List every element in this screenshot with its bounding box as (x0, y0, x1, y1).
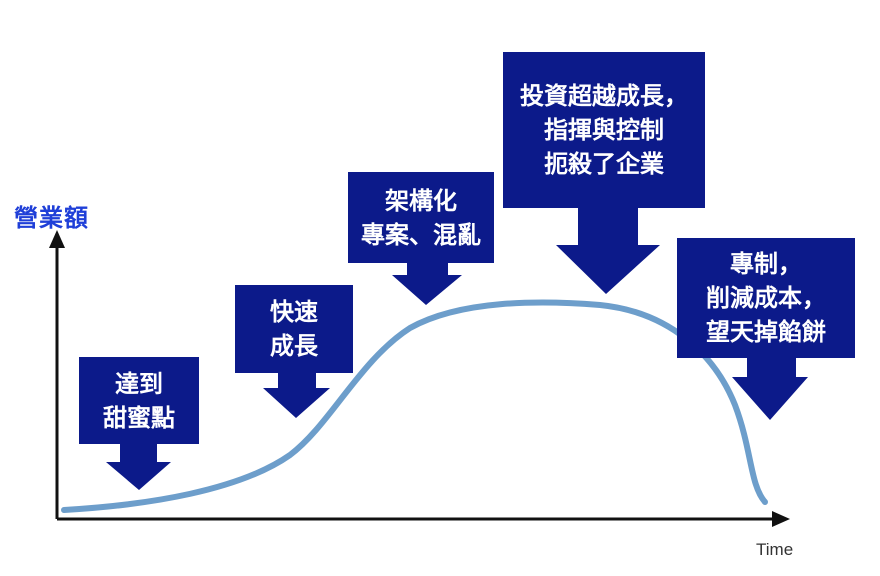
stage-line: 甜蜜點 (103, 402, 175, 432)
stage-line: 專制， (730, 249, 802, 278)
stage-line: 專案、混亂 (361, 219, 481, 249)
y-axis-label: 營業額 (14, 203, 89, 232)
x-axis-arrowhead (772, 511, 790, 527)
stage-box-rapid-growth: 快速 成長 (235, 285, 353, 373)
arrow-rapid-growth (263, 372, 330, 418)
stage-line: 望天掉餡餅 (706, 317, 826, 346)
y-axis-arrowhead (49, 230, 65, 248)
arrow-decline (732, 357, 808, 420)
arrow-overinvest (556, 207, 660, 294)
stage-line: 架構化 (385, 185, 457, 215)
stage-line: 達到 (115, 368, 163, 398)
arrow-structure-chaos (392, 262, 462, 305)
stage-box-decline: 專制， 削減成本， 望天掉餡餅 (677, 238, 855, 358)
stage-line: 成長 (270, 331, 318, 360)
stage-line: 指揮與控制 (544, 115, 664, 144)
stage-box-structure-chaos: 架構化 專案、混亂 (348, 172, 494, 263)
stage-line: 扼殺了企業 (544, 149, 664, 178)
arrow-sweet-spot (106, 443, 171, 490)
x-axis-label: Time (756, 540, 794, 559)
stage-box-overinvest: 投資超越成長， 指揮與控制 扼殺了企業 (503, 52, 705, 208)
stage-line: 快速 (270, 297, 318, 326)
stage-line: 投資超越成長， (520, 81, 688, 110)
stage-line: 削減成本， (706, 283, 826, 312)
stage-box-sweet-spot: 達到 甜蜜點 (79, 357, 199, 444)
revenue-curve (61, 299, 768, 513)
